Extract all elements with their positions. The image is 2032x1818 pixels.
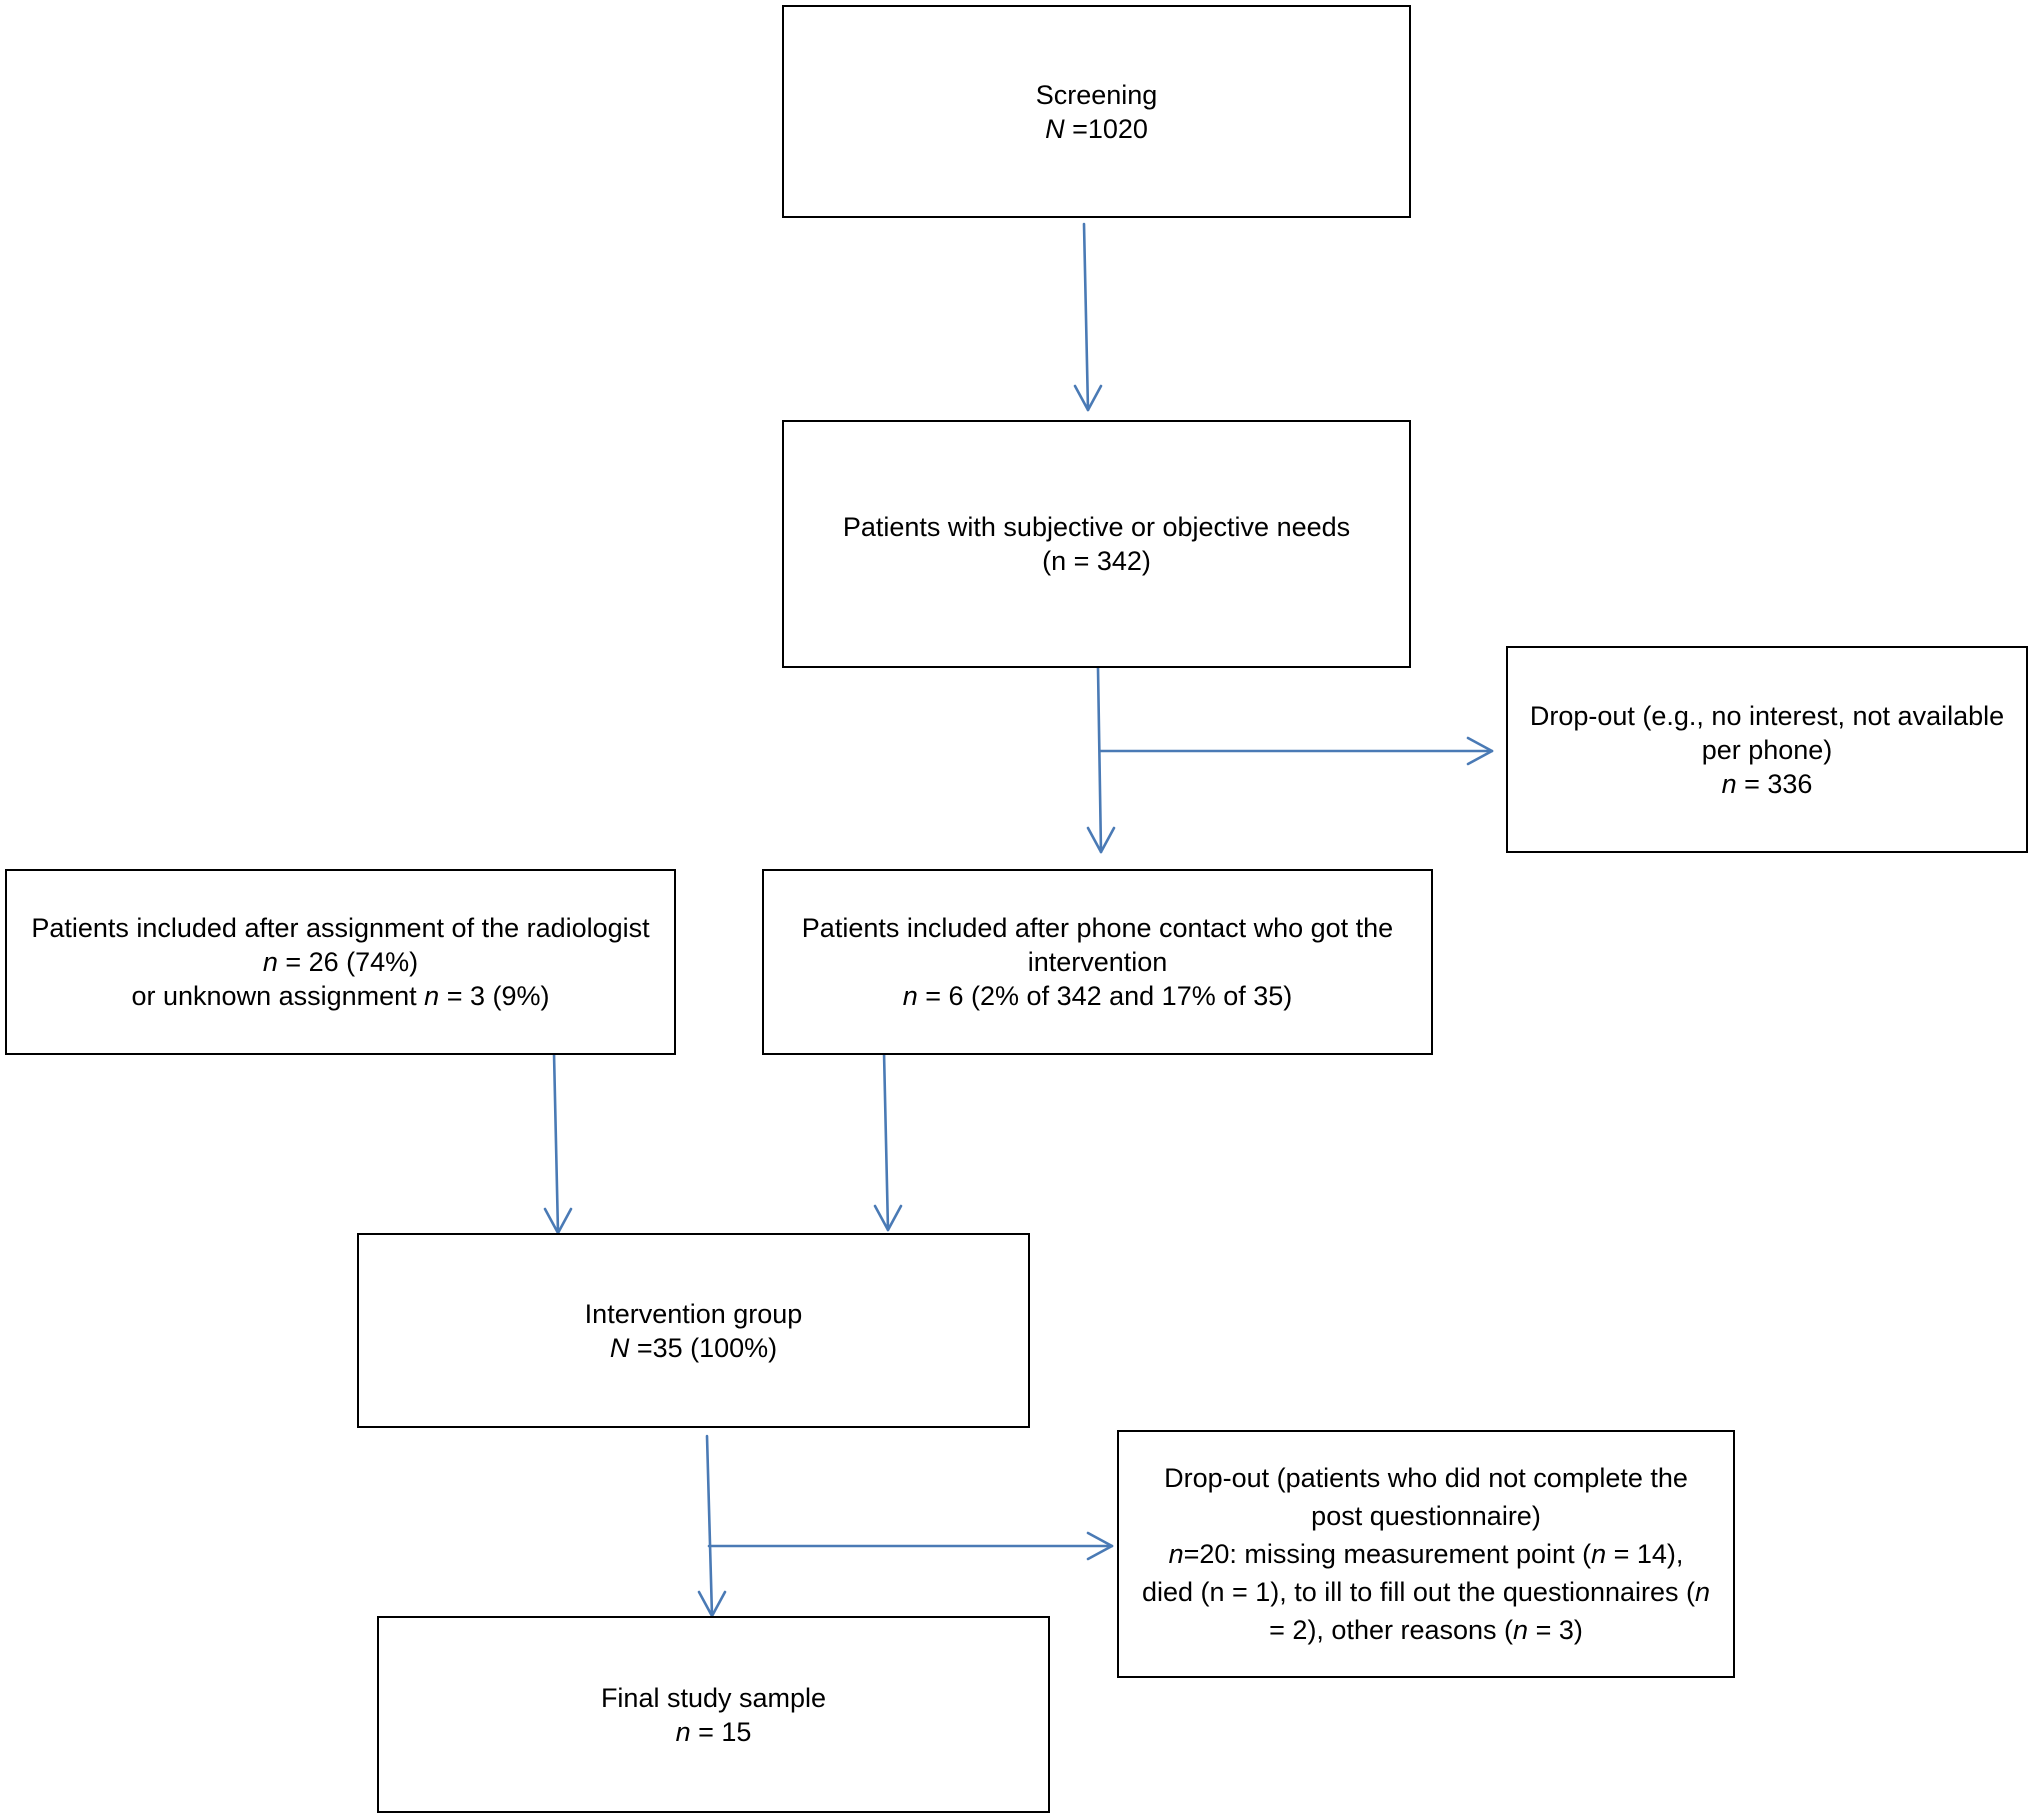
dropout-questionnaire-box: Drop-out (patients who did not complete … bbox=[1117, 1430, 1735, 1678]
arrow-radiologist-to-intervention bbox=[543, 1051, 573, 1235]
phone-contact-count: n = 6 (2% of 342 and 17% of 35) bbox=[902, 981, 1293, 1011]
final-sample-count: n = 15 bbox=[675, 1716, 752, 1747]
phone-contact-box: Patients included after phone contact wh… bbox=[762, 869, 1433, 1055]
dropout-phone-box: Drop-out (e.g., no interest, not availab… bbox=[1506, 646, 2028, 853]
dropout-phone-count: n = 336 bbox=[1721, 768, 1813, 799]
intervention-count: N =35 (100%) bbox=[609, 1332, 778, 1363]
needs-title: Patients with subjective or objective ne… bbox=[842, 512, 1351, 542]
radiologist-box: Patients included after assignment of th… bbox=[5, 869, 676, 1055]
dropout-q-line1: Drop-out (patients who did not complete … bbox=[1164, 1463, 1688, 1493]
arrow-intervention-to-final bbox=[697, 1434, 727, 1618]
dropout-q-line2: post questionnaire) bbox=[1311, 1501, 1541, 1531]
dropout-q-line3: n=20: missing measurement point (n = 14)… bbox=[1168, 1539, 1684, 1569]
arrow-phone-to-intervention bbox=[873, 1050, 903, 1232]
radiologist-title: Patients included after assignment of th… bbox=[31, 913, 650, 943]
phone-contact-line1: Patients included after phone contact wh… bbox=[801, 913, 1394, 943]
intervention-title: Intervention group bbox=[584, 1298, 803, 1329]
dropout-q-line4: died (n = 1), to ill to fill out the que… bbox=[1141, 1577, 1711, 1607]
dropout-phone-line2: per phone) bbox=[1701, 734, 1833, 765]
screening-box: Screening N =1020 bbox=[782, 5, 1411, 218]
final-sample-box: Final study sample n = 15 bbox=[377, 1616, 1050, 1813]
final-sample-title: Final study sample bbox=[600, 1682, 827, 1713]
arrow-to-dropout1 bbox=[1098, 736, 1494, 766]
screening-title: Screening bbox=[1035, 79, 1158, 110]
arrow-screening-to-needs bbox=[1073, 222, 1103, 412]
screening-count: N =1020 bbox=[1045, 113, 1148, 144]
needs-box: Patients with subjective or objective ne… bbox=[782, 420, 1411, 668]
arrow-needs-to-phone bbox=[1086, 666, 1116, 854]
dropout-phone-line1: Drop-out (e.g., no interest, not availab… bbox=[1529, 700, 2005, 731]
arrow-to-dropout2 bbox=[707, 1531, 1114, 1561]
needs-count: (n = 342) bbox=[1042, 546, 1151, 576]
unknown-assignment-count: or unknown assignment n = 3 (9%) bbox=[131, 981, 550, 1011]
dropout-q-line5: = 2), other reasons (n = 3) bbox=[1269, 1615, 1583, 1645]
intervention-group-box: Intervention group N =35 (100%) bbox=[357, 1233, 1030, 1428]
radiologist-count: n = 26 (74%) bbox=[262, 947, 419, 977]
phone-contact-line2: intervention bbox=[1027, 947, 1168, 977]
